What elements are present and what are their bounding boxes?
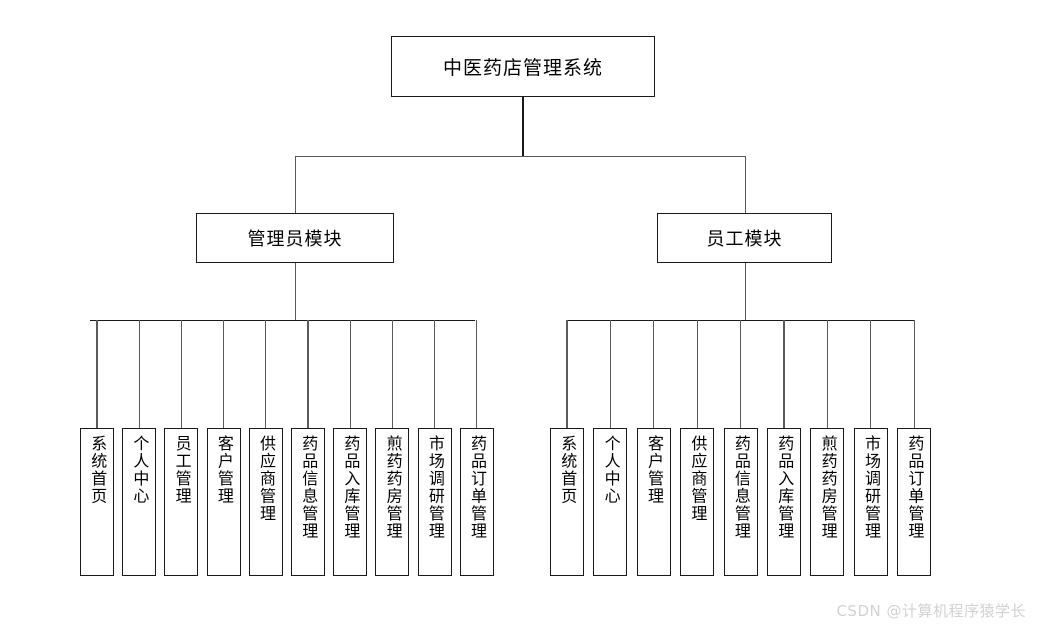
staff-leaf-5-label: 药品信息管理 xyxy=(731,435,751,540)
staff-leaf-5[interactable]: 药品信息管理 xyxy=(723,428,758,576)
admin-leaf-7-label: 药品入库管理 xyxy=(341,435,361,540)
admin-leaf-3[interactable]: 员工管理 xyxy=(164,428,199,576)
admin-leaf-10[interactable]: 药品订单管理 xyxy=(459,428,494,576)
staff-leaf-6[interactable]: 药品入库管理 xyxy=(767,428,801,576)
admin-leaf-4[interactable]: 客户管理 xyxy=(206,428,241,576)
connector-to-admin-module xyxy=(295,156,297,214)
admin-leaf-10-label: 药品订单管理 xyxy=(468,435,488,540)
module-node-admin-label: 管理员模块 xyxy=(247,229,343,250)
staff-leaf-9[interactable]: 药品订单管理 xyxy=(897,428,932,576)
staff-leaf-4[interactable]: 供应商管理 xyxy=(680,428,715,576)
admin-leaf-connector-5 xyxy=(265,320,267,428)
root-node[interactable]: 中医药店管理系统 xyxy=(391,36,655,97)
csdn-watermark: CSDN @计算机程序猿学长 xyxy=(836,602,1026,620)
admin-leaf-1[interactable]: 系统首页 xyxy=(80,428,114,576)
connector-root-drop xyxy=(522,97,524,157)
staff-leaf-1[interactable]: 系统首页 xyxy=(550,428,584,576)
staff-leaf-connector-2 xyxy=(609,320,612,428)
staff-leaf-connector-8 xyxy=(870,320,872,428)
admin-leaf-3-label: 员工管理 xyxy=(172,435,192,505)
admin-leaf-6-label: 药品信息管理 xyxy=(299,435,319,540)
admin-leaf-connector-7 xyxy=(349,320,351,428)
admin-leaf-2-label: 个人中心 xyxy=(130,435,150,505)
admin-leaf-5[interactable]: 供应商管理 xyxy=(248,428,283,576)
staff-leaf-connector-9 xyxy=(913,320,915,428)
staff-leaf-3-label: 客户管理 xyxy=(645,435,665,505)
admin-leaf-5-label: 供应商管理 xyxy=(257,435,277,523)
staff-leaf-7-label: 煎药药房管理 xyxy=(818,435,838,540)
admin-leaf-connector-8 xyxy=(391,320,394,428)
staff-leaf-8-label: 市场调研管理 xyxy=(862,435,882,540)
admin-leaf-connector-9 xyxy=(433,320,436,428)
admin-leaf-9-label: 市场调研管理 xyxy=(425,435,445,540)
admin-leaf-connector-10 xyxy=(476,320,478,428)
staff-leaf-9-label: 药品订单管理 xyxy=(905,435,925,540)
admin-leaf-connector-3 xyxy=(180,320,183,428)
admin-leaf-1-label: 系统首页 xyxy=(88,435,108,505)
module-node-admin[interactable]: 管理员模块 xyxy=(196,213,394,263)
admin-leaf-4-label: 客户管理 xyxy=(214,435,234,505)
connector-admin-leaf-bus xyxy=(90,320,475,322)
connector-to-staff-module xyxy=(745,156,747,214)
admin-leaf-connector-2 xyxy=(138,320,140,428)
staff-leaf-2[interactable]: 个人中心 xyxy=(593,428,628,576)
module-node-staff[interactable]: 员工模块 xyxy=(657,213,832,263)
staff-leaf-connector-6 xyxy=(783,320,785,428)
admin-leaf-8[interactable]: 煎药药房管理 xyxy=(375,428,410,576)
staff-leaf-connector-7 xyxy=(826,320,829,428)
staff-leaf-4-label: 供应商管理 xyxy=(688,435,708,523)
connector-level2-bus xyxy=(295,156,746,158)
staff-leaf-1-label: 系统首页 xyxy=(558,435,578,505)
admin-leaf-8-label: 煎药药房管理 xyxy=(383,435,403,540)
admin-leaf-connector-6 xyxy=(307,320,309,428)
admin-leaf-connector-4 xyxy=(222,320,225,428)
staff-leaf-8[interactable]: 市场调研管理 xyxy=(853,428,888,576)
admin-leaf-7[interactable]: 药品入库管理 xyxy=(333,428,368,576)
staff-leaf-7[interactable]: 煎药药房管理 xyxy=(810,428,845,576)
staff-leaf-2-label: 个人中心 xyxy=(601,435,621,505)
staff-leaf-connector-4 xyxy=(696,320,698,428)
staff-leaf-6-label: 药品入库管理 xyxy=(775,435,795,540)
module-node-staff-label: 员工模块 xyxy=(706,229,783,250)
staff-leaf-connector-3 xyxy=(653,320,655,428)
connector-staff-drop xyxy=(745,263,747,321)
connector-admin-drop xyxy=(295,263,297,321)
admin-leaf-6[interactable]: 药品信息管理 xyxy=(291,428,325,576)
staff-leaf-connector-5 xyxy=(739,320,742,428)
admin-leaf-9[interactable]: 市场调研管理 xyxy=(417,428,452,576)
staff-leaf-3[interactable]: 客户管理 xyxy=(636,428,671,576)
admin-leaf-connector-1 xyxy=(96,320,98,428)
root-node-label: 中医药店管理系统 xyxy=(442,57,603,79)
staff-leaf-connector-1 xyxy=(566,320,568,428)
admin-leaf-2[interactable]: 个人中心 xyxy=(122,428,157,576)
